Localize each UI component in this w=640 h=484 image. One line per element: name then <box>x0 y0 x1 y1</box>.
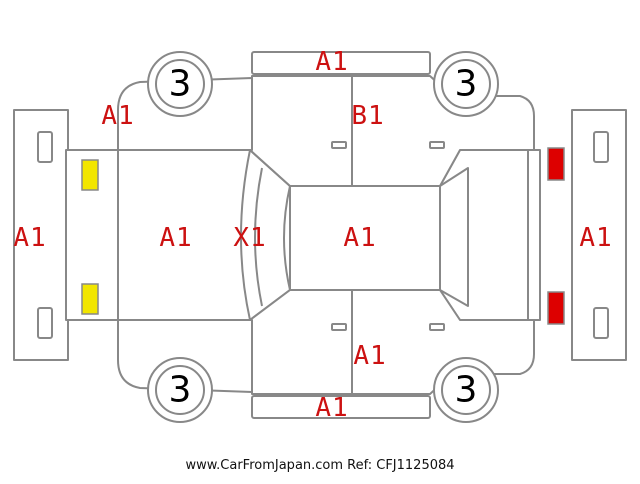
front-bumper <box>13 109 69 361</box>
code-upper-rear-door: B1 <box>351 101 384 131</box>
code-lower-rear-door: A1 <box>353 341 386 371</box>
code-upper-door-top: A1 <box>315 47 348 77</box>
lower-roof-strip <box>251 395 431 419</box>
tire-rear-right-outer <box>433 357 499 423</box>
tire-front-left-grade: 3 <box>169 64 192 105</box>
windshield-inner <box>254 167 263 307</box>
code-roof: A1 <box>343 223 376 253</box>
watermark-footer: www.CarFromJapan.com Ref: CFJ1125084 <box>185 458 455 473</box>
upper-door-handle-front <box>331 141 347 149</box>
tire-front-right-outer <box>433 51 499 117</box>
front-lamp-top <box>81 159 99 191</box>
rear-bumper-notch-top <box>593 131 609 163</box>
code-front-bumper: A1 <box>13 223 46 253</box>
code-upper-fender: A1 <box>101 101 134 131</box>
upper-door-handle-rear <box>429 141 445 149</box>
code-windshield: X1 <box>233 223 266 253</box>
upper-roof-strip <box>251 51 431 75</box>
front-lamp-bottom <box>81 283 99 315</box>
tire-front-right-inner <box>441 59 491 109</box>
tire-rear-left-inner <box>155 365 205 415</box>
rear-lamp-top <box>547 147 565 181</box>
lower-door-handle-rear <box>429 323 445 331</box>
tire-front-right-grade: 3 <box>455 64 478 105</box>
front-bumper-notch-top <box>37 131 53 163</box>
tire-rear-left-outer <box>147 357 213 423</box>
tire-front-left-outer <box>147 51 213 117</box>
code-lower-door-bottom: A1 <box>315 393 348 423</box>
rear-lamp-bottom <box>547 291 565 325</box>
rear-bumper-notch-bottom <box>593 307 609 339</box>
front-bumper-notch-bottom <box>37 307 53 339</box>
lower-door-handle-front <box>331 323 347 331</box>
rear-bumper <box>571 109 627 361</box>
tire-rear-right-grade: 3 <box>455 370 478 411</box>
code-hood: A1 <box>159 223 192 253</box>
code-rear-bumper: A1 <box>579 223 612 253</box>
tire-rear-right-inner <box>441 365 491 415</box>
tire-front-left-inner <box>155 59 205 109</box>
tire-rear-left-grade: 3 <box>169 370 192 411</box>
